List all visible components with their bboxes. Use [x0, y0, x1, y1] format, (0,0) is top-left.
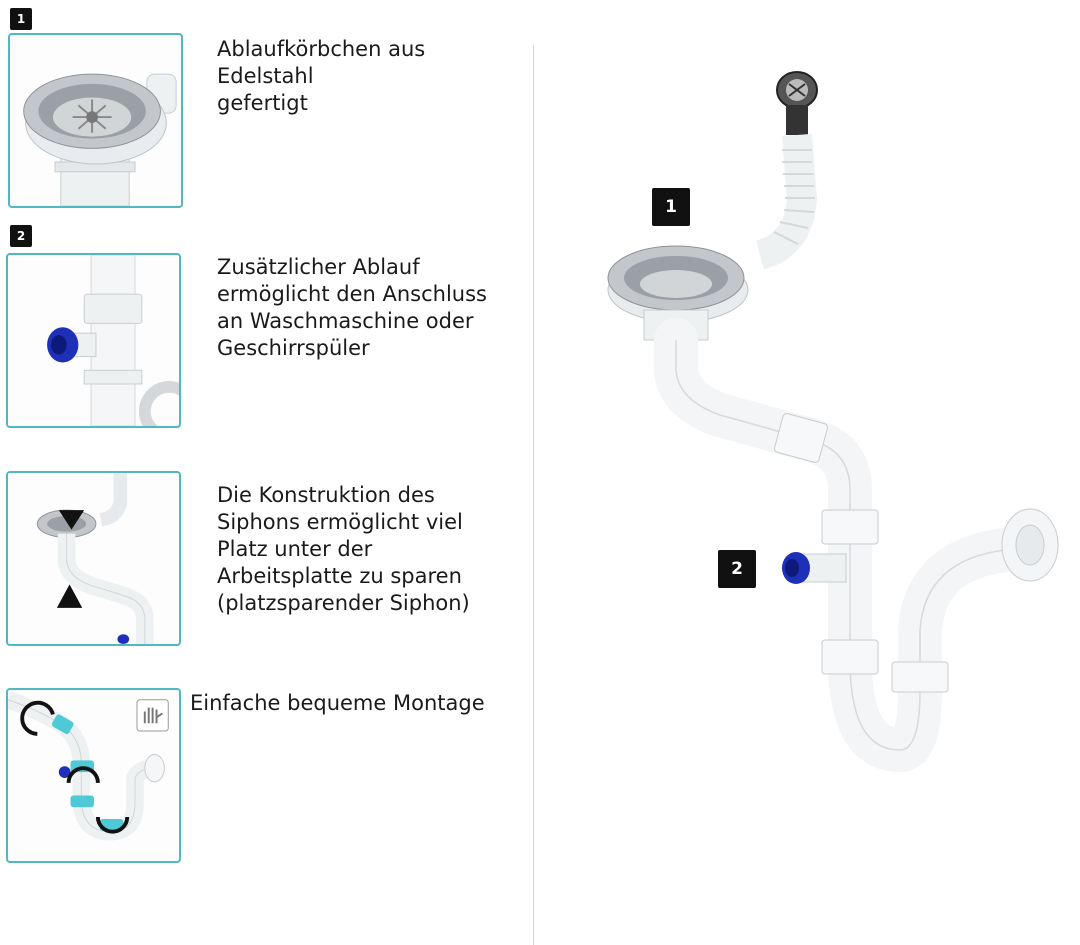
column-divider — [533, 45, 534, 945]
feature-4-text: Einfache bequeme Montage — [190, 691, 485, 715]
arrow-down-icon — [58, 510, 85, 530]
feature-2-text: Zusätzlicher Ablauf ermöglicht den Ansch… — [217, 255, 487, 360]
space-saving-siphon-icon — [36, 473, 154, 644]
side-inlet-icon — [47, 255, 179, 426]
feature-3-text: Die Konstruktion des Siphons ermöglicht … — [217, 483, 470, 615]
rotate-arrow-icon — [20, 700, 55, 736]
feature-2-image — [6, 253, 181, 428]
hand-icon — [136, 699, 169, 732]
strainer-basket-icon — [23, 73, 177, 206]
callout-2-badge: 2 — [718, 550, 756, 588]
siphon-illustration — [560, 50, 1080, 810]
easy-assembly-icon — [8, 691, 169, 841]
arrow-up-icon — [56, 584, 83, 608]
rotate-arrow-icon — [95, 816, 130, 834]
feature-1-text: Ablaufkörbchen aus Edelstahl gefertigt — [217, 37, 426, 115]
feature-4-image — [6, 688, 181, 863]
feature-1-image — [8, 33, 183, 208]
callout-1-badge: 1 — [652, 188, 690, 226]
feature-2-badge: 2 — [10, 225, 32, 247]
feature-3-image — [6, 471, 181, 646]
rotate-arrow-icon — [66, 766, 100, 783]
siphon-assembly-icon — [607, 71, 1059, 773]
feature-1-badge: 1 — [10, 8, 32, 30]
